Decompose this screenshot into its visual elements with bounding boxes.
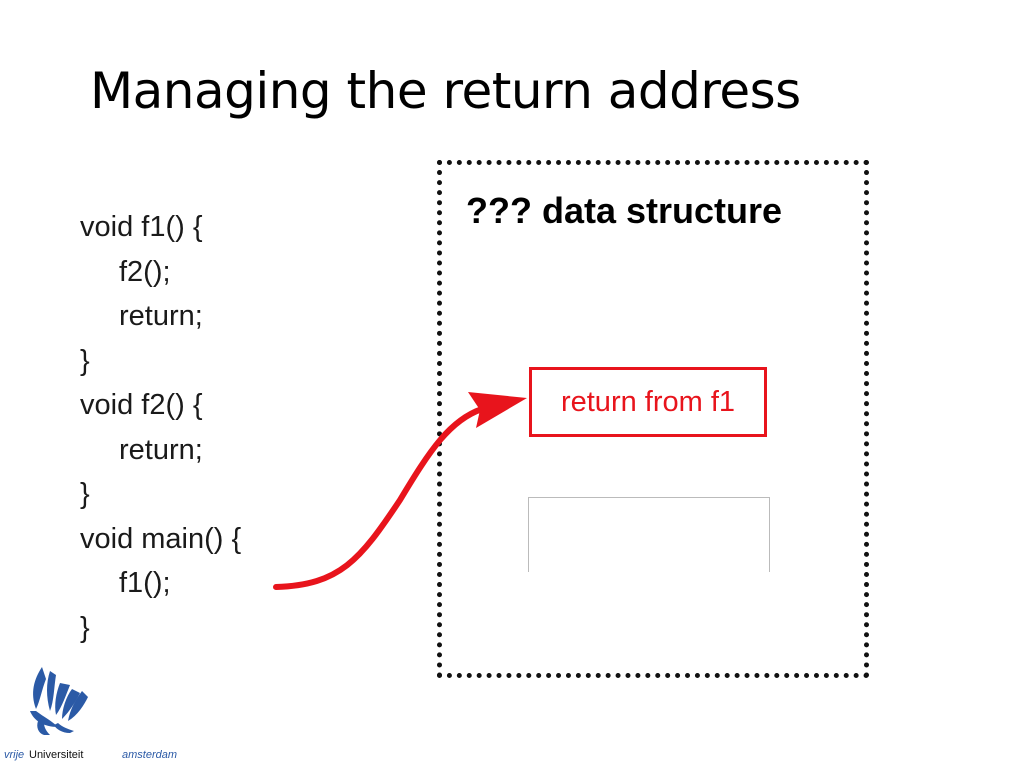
empty-slot: [528, 497, 770, 572]
code-line: void f2() {: [80, 389, 203, 421]
brand-vrije: vrije: [4, 749, 25, 761]
griffin-logo-icon: [30, 667, 88, 735]
data-structure-title: ??? data structure: [466, 190, 783, 231]
return-address-label: return from f1: [560, 385, 736, 418]
code-line: }: [80, 478, 90, 510]
return-address-slot: return from f1: [529, 367, 767, 437]
return-arrow-curve: [273, 406, 485, 590]
code-line: f1();: [119, 567, 171, 599]
return-arrow-head: [468, 392, 527, 428]
code-line: void f1() {: [80, 211, 203, 243]
code-line: }: [80, 611, 90, 644]
code-line: void main() {: [80, 522, 242, 555]
brand-universiteit: Universiteit: [29, 749, 84, 761]
data-structure-box: [437, 160, 869, 678]
code-line: return;: [119, 300, 203, 332]
slide-title: Managing the return address: [90, 62, 801, 120]
code-line: f2();: [119, 255, 171, 288]
code-block: void f1() { f2(); return; } void f2() { …: [80, 205, 241, 650]
brand-amsterdam: amsterdam: [122, 749, 178, 761]
code-line: }: [80, 344, 90, 377]
code-line: return;: [119, 433, 203, 466]
